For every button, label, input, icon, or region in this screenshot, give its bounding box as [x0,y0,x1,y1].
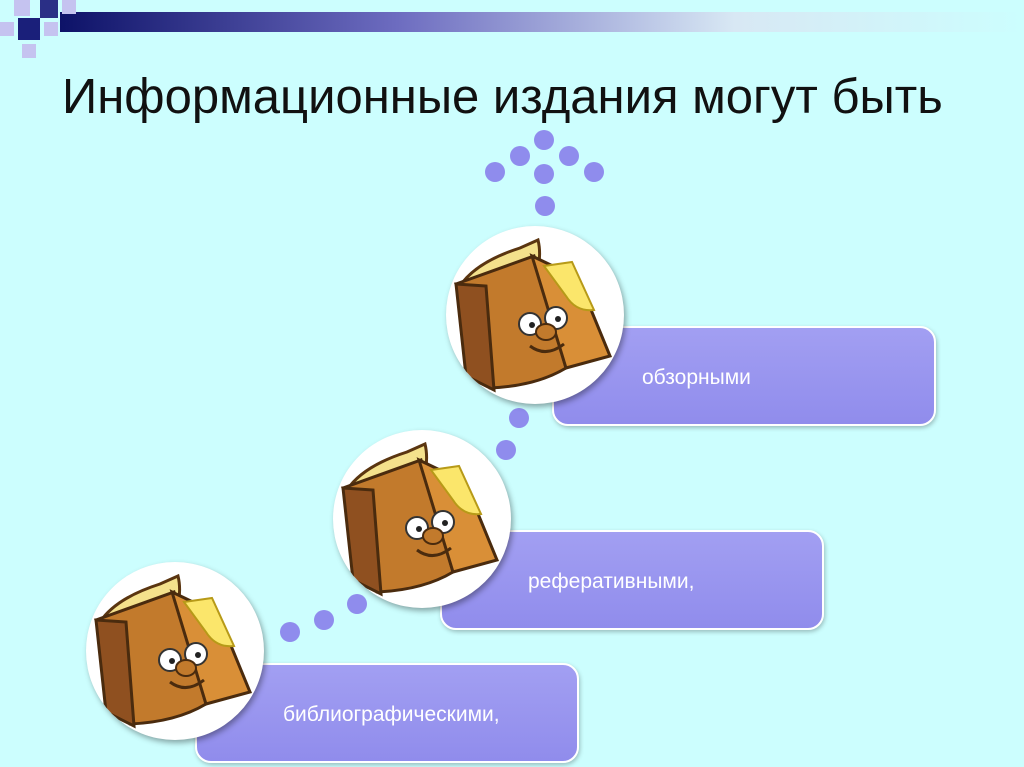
dot [535,196,555,216]
dot [496,440,516,460]
dot [534,130,554,150]
dot [314,610,334,630]
dot [280,622,300,642]
item-label: обзорными [642,366,751,389]
book-character-icon [333,430,511,608]
book-character-icon [446,226,624,404]
dot [509,408,529,428]
item-label: реферативными, [528,570,695,593]
item-label: библиографическими, [283,703,500,726]
dot [347,594,367,614]
dot [485,162,505,182]
dot [584,162,604,182]
dot [559,146,579,166]
dot [534,164,554,184]
book-character-icon [86,562,264,740]
dot [510,146,530,166]
slide-title: Информационные издания могут быть [62,70,943,124]
header-decoration [0,0,1024,58]
